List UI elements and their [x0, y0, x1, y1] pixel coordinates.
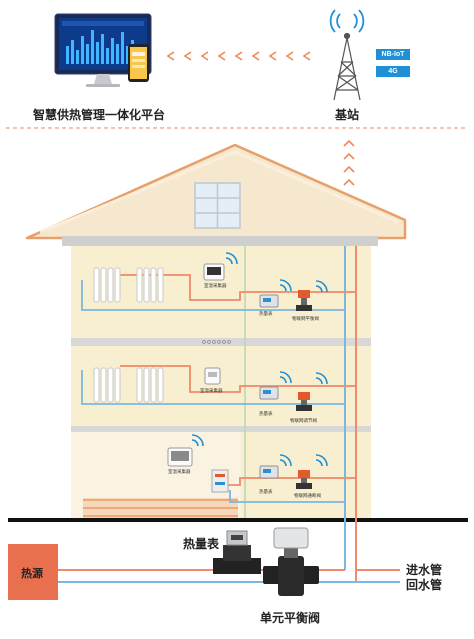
base-station-label: 基站 [335, 108, 360, 122]
floor3-collector-label: 室温采集器 [204, 284, 227, 289]
meter-icon [259, 294, 279, 308]
ground-line [8, 518, 468, 522]
floor-slab-2 [71, 426, 371, 432]
floor-heating [83, 498, 238, 518]
nbiot-badge: NB-IoT [376, 49, 410, 60]
tower-signal-icon [329, 9, 365, 33]
fourg-badge: 4G [376, 66, 410, 77]
floor1-valve-label: 物联网通断阀 [294, 494, 321, 499]
slab-dots [202, 340, 231, 344]
room-sensor-3 [203, 263, 225, 281]
floor2-meter-label: 热量表 [259, 412, 273, 417]
wifi-icon [225, 252, 328, 293]
signal-arrows [166, 51, 311, 61]
attic-window [194, 182, 241, 229]
meter-icon [259, 386, 279, 400]
floor3-meter-label: 热量表 [259, 312, 273, 317]
room-sensor-2 [204, 367, 221, 385]
radiator-icon [93, 267, 164, 303]
phone-icon [128, 44, 149, 82]
platform-label: 智慧供热管理一体化平台 [33, 108, 166, 122]
return-pipe-label: 回水管 [406, 578, 443, 592]
wifi-icon [191, 434, 328, 467]
heat-meter-label: 热量表 [183, 537, 220, 551]
floor3-pipes [81, 274, 356, 311]
tower-icon [333, 32, 361, 101]
main-heat-meter-icon [213, 530, 261, 574]
riser-pipes [344, 246, 357, 582]
unit-balance-valve-label: 单元平衡阀 [260, 611, 321, 625]
uplink-arrows [343, 139, 355, 186]
heat-source-box [8, 544, 58, 600]
floor2-pipes [81, 365, 356, 405]
meter-icon [259, 465, 279, 479]
floor-slab-3 [71, 338, 371, 346]
wifi-icon [279, 371, 328, 385]
room-sensor-1 [167, 447, 193, 467]
floor2-collector-label: 室温采集器 [200, 389, 223, 394]
floor2-valve-label: 物联网调节阀 [290, 419, 317, 424]
valve-icon [296, 392, 312, 411]
valve-icon [296, 290, 312, 311]
unit-balance-valve-icon [263, 527, 319, 596]
valve-icon [296, 470, 312, 489]
floor1-manifold [211, 469, 229, 493]
eaves-band [62, 236, 378, 246]
radiator-icon [93, 367, 164, 403]
heat-source-label: 热源 [21, 567, 43, 580]
floor1-collector-label: 室温采集器 [168, 470, 191, 475]
floor3-valve-label: 物联网平衡阀 [292, 317, 319, 322]
supply-pipe-label: 进水管 [406, 563, 443, 577]
floor1-meter-label: 热量表 [259, 490, 273, 495]
